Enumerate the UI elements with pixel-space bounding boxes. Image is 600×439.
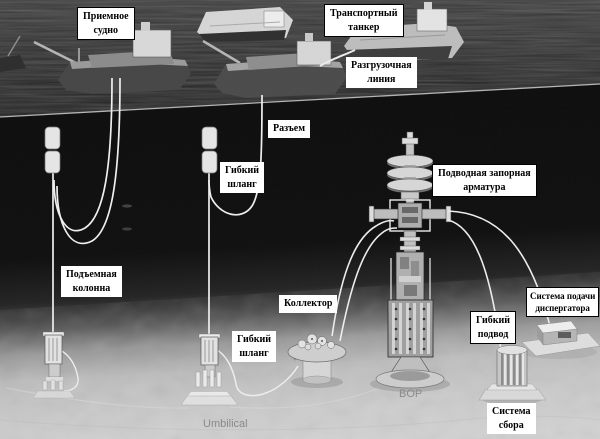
label-line: Транспортный <box>330 8 398 19</box>
label-line: судно <box>93 24 119 36</box>
label-dispersant-system: Система подачи диспергатора <box>526 287 600 318</box>
label-line: подвод <box>477 328 509 340</box>
label-line: Приемное <box>83 11 129 22</box>
label-line: сбора <box>498 419 524 431</box>
label-connector: Разъем <box>268 120 311 138</box>
label-receiving-vessel: Приемное судно <box>77 7 135 40</box>
label-line: Система подачи <box>530 291 596 301</box>
label-flexible-lead: Гибкий подвод <box>470 311 517 344</box>
label-line: Разъем <box>273 123 306 134</box>
label-line: шланг <box>239 347 269 359</box>
label-umbilical: Umbilical <box>203 418 248 430</box>
label-unloading-line: Разгрузочная линия <box>346 57 417 88</box>
label-flexible-hose-lower: Гибкий шланг <box>232 331 277 362</box>
label-line: Коллектор <box>284 298 333 309</box>
label-bop: BOP <box>399 388 423 400</box>
label-line: Подъемная <box>66 269 117 280</box>
label-line: диспергатора <box>535 303 590 314</box>
label-line: Система <box>492 406 531 417</box>
label-line: колонна <box>72 282 111 294</box>
label-line: танкер <box>348 21 380 33</box>
label-line: Гибкий <box>237 334 272 345</box>
label-flexible-hose-upper: Гибкий шланг <box>220 162 265 193</box>
label-subsea-valve: Подводная запорная арматура <box>432 164 537 197</box>
label-line: Разгрузочная <box>351 60 412 71</box>
label-line: линия <box>367 73 396 85</box>
label-collection-system: Система сбора <box>487 403 536 434</box>
label-line: Подводная запорная <box>438 168 531 179</box>
label-line: шланг <box>227 178 257 190</box>
label-manifold: Коллектор <box>279 295 338 313</box>
label-line: Гибкий <box>225 165 260 176</box>
label-riser-column: Подъемная колонна <box>61 266 122 297</box>
label-line: арматура <box>463 181 506 193</box>
label-transport-tanker: Транспортный танкер <box>324 4 404 37</box>
label-line: Гибкий <box>476 315 511 326</box>
